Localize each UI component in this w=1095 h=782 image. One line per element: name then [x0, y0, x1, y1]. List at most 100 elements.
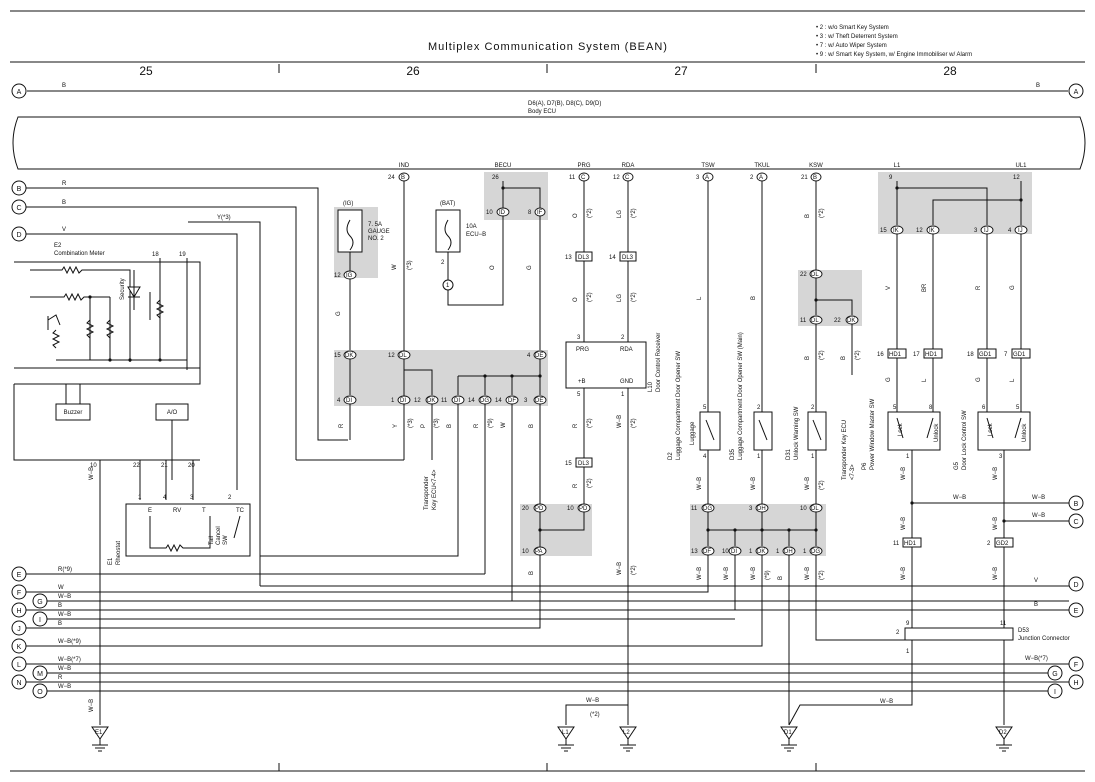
svg-text:DI: DI [731, 549, 737, 555]
svg-text:20: 20 [522, 506, 529, 512]
svg-text:W−B(*7): W−B(*7) [58, 657, 81, 663]
svg-text:2: 2 [896, 630, 900, 636]
svg-text:B: B [751, 296, 757, 300]
svg-text:Luggage Compartment Door Opene: Luggage Compartment Door Opener SW (Main… [738, 332, 744, 460]
svg-text:C: C [16, 205, 21, 212]
svg-text:DK: DK [345, 353, 353, 359]
svg-text:11: 11 [800, 318, 807, 324]
svg-text:W: W [501, 422, 507, 428]
svg-text:Unlock: Unlock [934, 423, 940, 442]
svg-text:24: 24 [388, 175, 395, 181]
svg-text:PRG: PRG [576, 347, 589, 353]
svg-text:W−B: W−B [89, 699, 95, 712]
svg-text:(*3): (*3) [407, 260, 413, 270]
svg-text:(*2): (*2) [819, 570, 825, 580]
svg-text:Lock: Lock [898, 422, 904, 436]
svg-text:2: 2 [811, 405, 815, 411]
svg-text:14: 14 [468, 398, 475, 404]
svg-text:21: 21 [801, 175, 808, 181]
svg-text:Transponder: Transponder [424, 476, 430, 510]
svg-text:(*2): (*2) [631, 418, 637, 428]
svg-text:B: B [17, 186, 22, 193]
svg-text:A: A [1074, 89, 1079, 96]
svg-text:22: 22 [133, 463, 140, 469]
svg-text:HD1: HD1 [889, 352, 902, 358]
svg-text:Power Window Master SW: Power Window Master SW [870, 398, 876, 470]
svg-text:W−B: W−B [751, 477, 757, 490]
svg-text:DL: DL [399, 353, 407, 359]
svg-text:F: F [17, 590, 21, 597]
svg-text:W−B: W−B [617, 562, 623, 575]
svg-text:21: 21 [161, 463, 168, 469]
svg-text:E: E [148, 508, 152, 514]
diagram-title: Multiplex Communication System (BEAN) [428, 41, 668, 53]
svg-text:DK: DK [847, 318, 855, 324]
svg-text:4: 4 [1008, 228, 1012, 234]
svg-text:W−B: W−B [724, 567, 730, 580]
svg-text:1: 1 [811, 454, 815, 460]
svg-text:(*3): (*3) [408, 418, 414, 428]
svg-text:B: B [58, 621, 62, 627]
svg-text:DG: DG [703, 506, 712, 512]
column-number: 27 [674, 64, 688, 78]
svg-text:A: A [17, 89, 22, 96]
svg-text:DI: DI [400, 398, 406, 404]
svg-text:26: 26 [492, 175, 499, 181]
svg-text:A: A [705, 175, 709, 181]
svg-text:R: R [339, 423, 345, 428]
svg-text:DL3: DL3 [578, 255, 590, 261]
svg-text:E1: E1 [95, 730, 103, 736]
svg-text:NO. 2: NO. 2 [368, 236, 384, 242]
svg-text:22: 22 [834, 318, 841, 324]
svg-text:O: O [573, 297, 579, 302]
svg-text:1: 1 [776, 549, 780, 555]
svg-text:Security: Security [120, 278, 126, 300]
svg-text:V: V [1034, 578, 1038, 584]
svg-text:G: G [1010, 285, 1016, 290]
svg-text:5: 5 [893, 405, 897, 411]
svg-text:1: 1 [757, 454, 761, 460]
svg-text:6: 6 [982, 405, 986, 411]
svg-text:W−B: W−B [805, 477, 811, 490]
svg-text:DH: DH [757, 506, 766, 512]
svg-text:7: 7 [1004, 352, 1008, 358]
terminal-label: UL1 [1015, 163, 1027, 169]
svg-text:G: G [37, 599, 42, 606]
note-3: • 3 : w/ Theft Deterrent System [816, 34, 898, 40]
svg-text:DK: DK [427, 398, 435, 404]
svg-text:3: 3 [524, 398, 528, 404]
svg-text:4: 4 [337, 398, 341, 404]
svg-text:C: C [581, 175, 586, 181]
svg-text:V: V [62, 227, 66, 233]
svg-text:DL3: DL3 [578, 461, 590, 467]
svg-text:G5: G5 [954, 461, 960, 470]
svg-text:P6: P6 [862, 462, 868, 470]
svg-text:PD: PD [535, 506, 544, 512]
svg-text:(*2): (*2) [819, 208, 825, 218]
svg-text:12: 12 [414, 398, 421, 404]
svg-text:7. 5A: 7. 5A [368, 222, 382, 228]
svg-text:W−B: W−B [993, 567, 999, 580]
svg-text:Luggage: Luggage [690, 421, 696, 445]
svg-text:HD1: HD1 [904, 541, 917, 547]
svg-text:K: K [17, 644, 22, 651]
svg-text:W: W [392, 264, 398, 270]
svg-text:(*2): (*2) [587, 418, 593, 428]
svg-text:B: B [778, 576, 784, 580]
svg-text:L: L [922, 378, 928, 382]
svg-text:G: G [976, 377, 982, 382]
svg-text:9: 9 [889, 175, 893, 181]
terminal-label: L1 [894, 163, 901, 169]
svg-text:DF: DF [508, 398, 516, 404]
svg-text:IK: IK [893, 228, 899, 234]
svg-text:I: I [39, 617, 41, 624]
svg-text:DL3: DL3 [622, 255, 634, 261]
svg-text:Tail: Tail [209, 536, 215, 545]
svg-text:(BAT): (BAT) [440, 201, 455, 207]
svg-text:B: B [1034, 602, 1038, 608]
svg-text:L: L [17, 662, 21, 669]
svg-text:R: R [474, 423, 480, 428]
svg-text:ID: ID [499, 210, 506, 216]
svg-text:(*2): (*2) [631, 565, 637, 575]
